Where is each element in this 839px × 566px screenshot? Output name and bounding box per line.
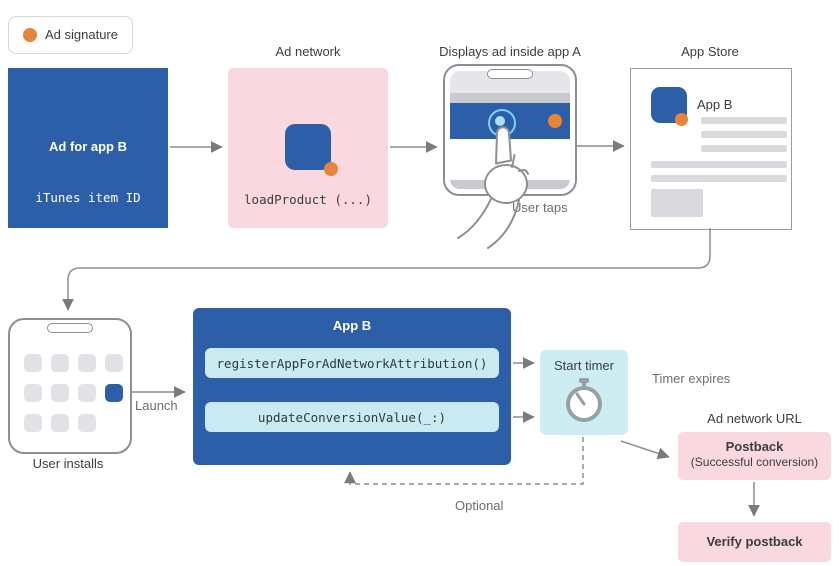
app-icon — [24, 354, 42, 372]
app-icon — [78, 384, 96, 402]
app-b-box-title: App B — [332, 318, 372, 333]
ad-network-box: loadProduct (...) — [228, 68, 388, 228]
load-product-code: loadProduct (...) — [244, 192, 372, 207]
ad-signature-legend-dot — [23, 28, 37, 42]
ad-network-url-label: Ad network URL — [707, 411, 802, 426]
app-store-title: App Store — [681, 44, 739, 59]
postback-title: Postback — [725, 439, 784, 454]
connector-appstore-to-install — [62, 228, 711, 311]
ad-signature-dot — [324, 162, 338, 176]
optional-label: Optional — [455, 498, 504, 513]
phone-a-bottom-bar — [450, 180, 570, 189]
app-store-box: App B — [630, 68, 792, 230]
stopwatch-icon — [566, 377, 602, 422]
phone-notch — [487, 69, 533, 79]
ad-creative-box: Ad for app B iTunes item ID — [8, 68, 168, 228]
app-b-store-name: App B — [697, 97, 733, 112]
start-timer-box: Start timer — [540, 350, 628, 435]
postback-box: Postback (Successful conversion) — [678, 432, 831, 480]
ad-creative-title: Ad for app B — [49, 139, 127, 154]
user-taps-label: User taps — [512, 200, 568, 215]
app-icon — [78, 414, 96, 432]
register-attribution-code: registerAppForAdNetworkAttribution() — [205, 348, 499, 378]
signed-ad-icon — [285, 124, 331, 170]
app-icon — [24, 384, 42, 402]
phone-app-a — [443, 64, 577, 196]
app-icon — [78, 354, 96, 372]
launch-label: Launch — [135, 398, 178, 413]
skeleton-bar — [651, 175, 787, 182]
ad-signature-dot — [675, 113, 688, 126]
postback-subtitle: (Successful conversion) — [690, 454, 819, 469]
app-icon — [51, 384, 69, 402]
ad-signature-dot — [548, 114, 562, 128]
app-icon — [51, 354, 69, 372]
legend: Ad signature — [8, 16, 133, 54]
skeleton-bar — [651, 161, 787, 168]
legend-label: Ad signature — [45, 27, 118, 43]
ad-banner — [450, 103, 570, 139]
app-a-toolbar — [450, 93, 570, 103]
app-b-box: App B registerAppForAdNetworkAttribution… — [193, 308, 511, 465]
verify-postback-label: Verify postback — [706, 534, 803, 550]
ad-creative-subtitle: iTunes item ID — [35, 190, 141, 205]
verify-postback-box: Verify postback — [678, 522, 831, 562]
ad-network-title: Ad network — [275, 44, 341, 59]
app-icon — [24, 414, 42, 432]
display-ad-title: Displays ad inside app A — [439, 44, 581, 59]
phone-a-statusbar — [450, 71, 570, 93]
phone-notch — [47, 323, 93, 333]
user-installs-label: User installs — [32, 456, 104, 471]
skeleton-bar — [701, 117, 787, 124]
timer-expires-label: Timer expires — [652, 371, 731, 386]
start-timer-label: Start timer — [554, 358, 614, 373]
arrow-timer-to-postback — [620, 440, 670, 460]
skeleton-block — [651, 189, 703, 217]
tap-ripple-dot — [495, 116, 505, 126]
skeleton-bar — [701, 131, 787, 138]
app-b-installed-icon — [105, 384, 123, 402]
update-conversion-code: updateConversionValue(_:) — [205, 402, 499, 432]
app-icon — [105, 354, 123, 372]
phone-installed — [8, 318, 132, 454]
app-icon — [51, 414, 69, 432]
skeleton-bar — [701, 145, 787, 152]
